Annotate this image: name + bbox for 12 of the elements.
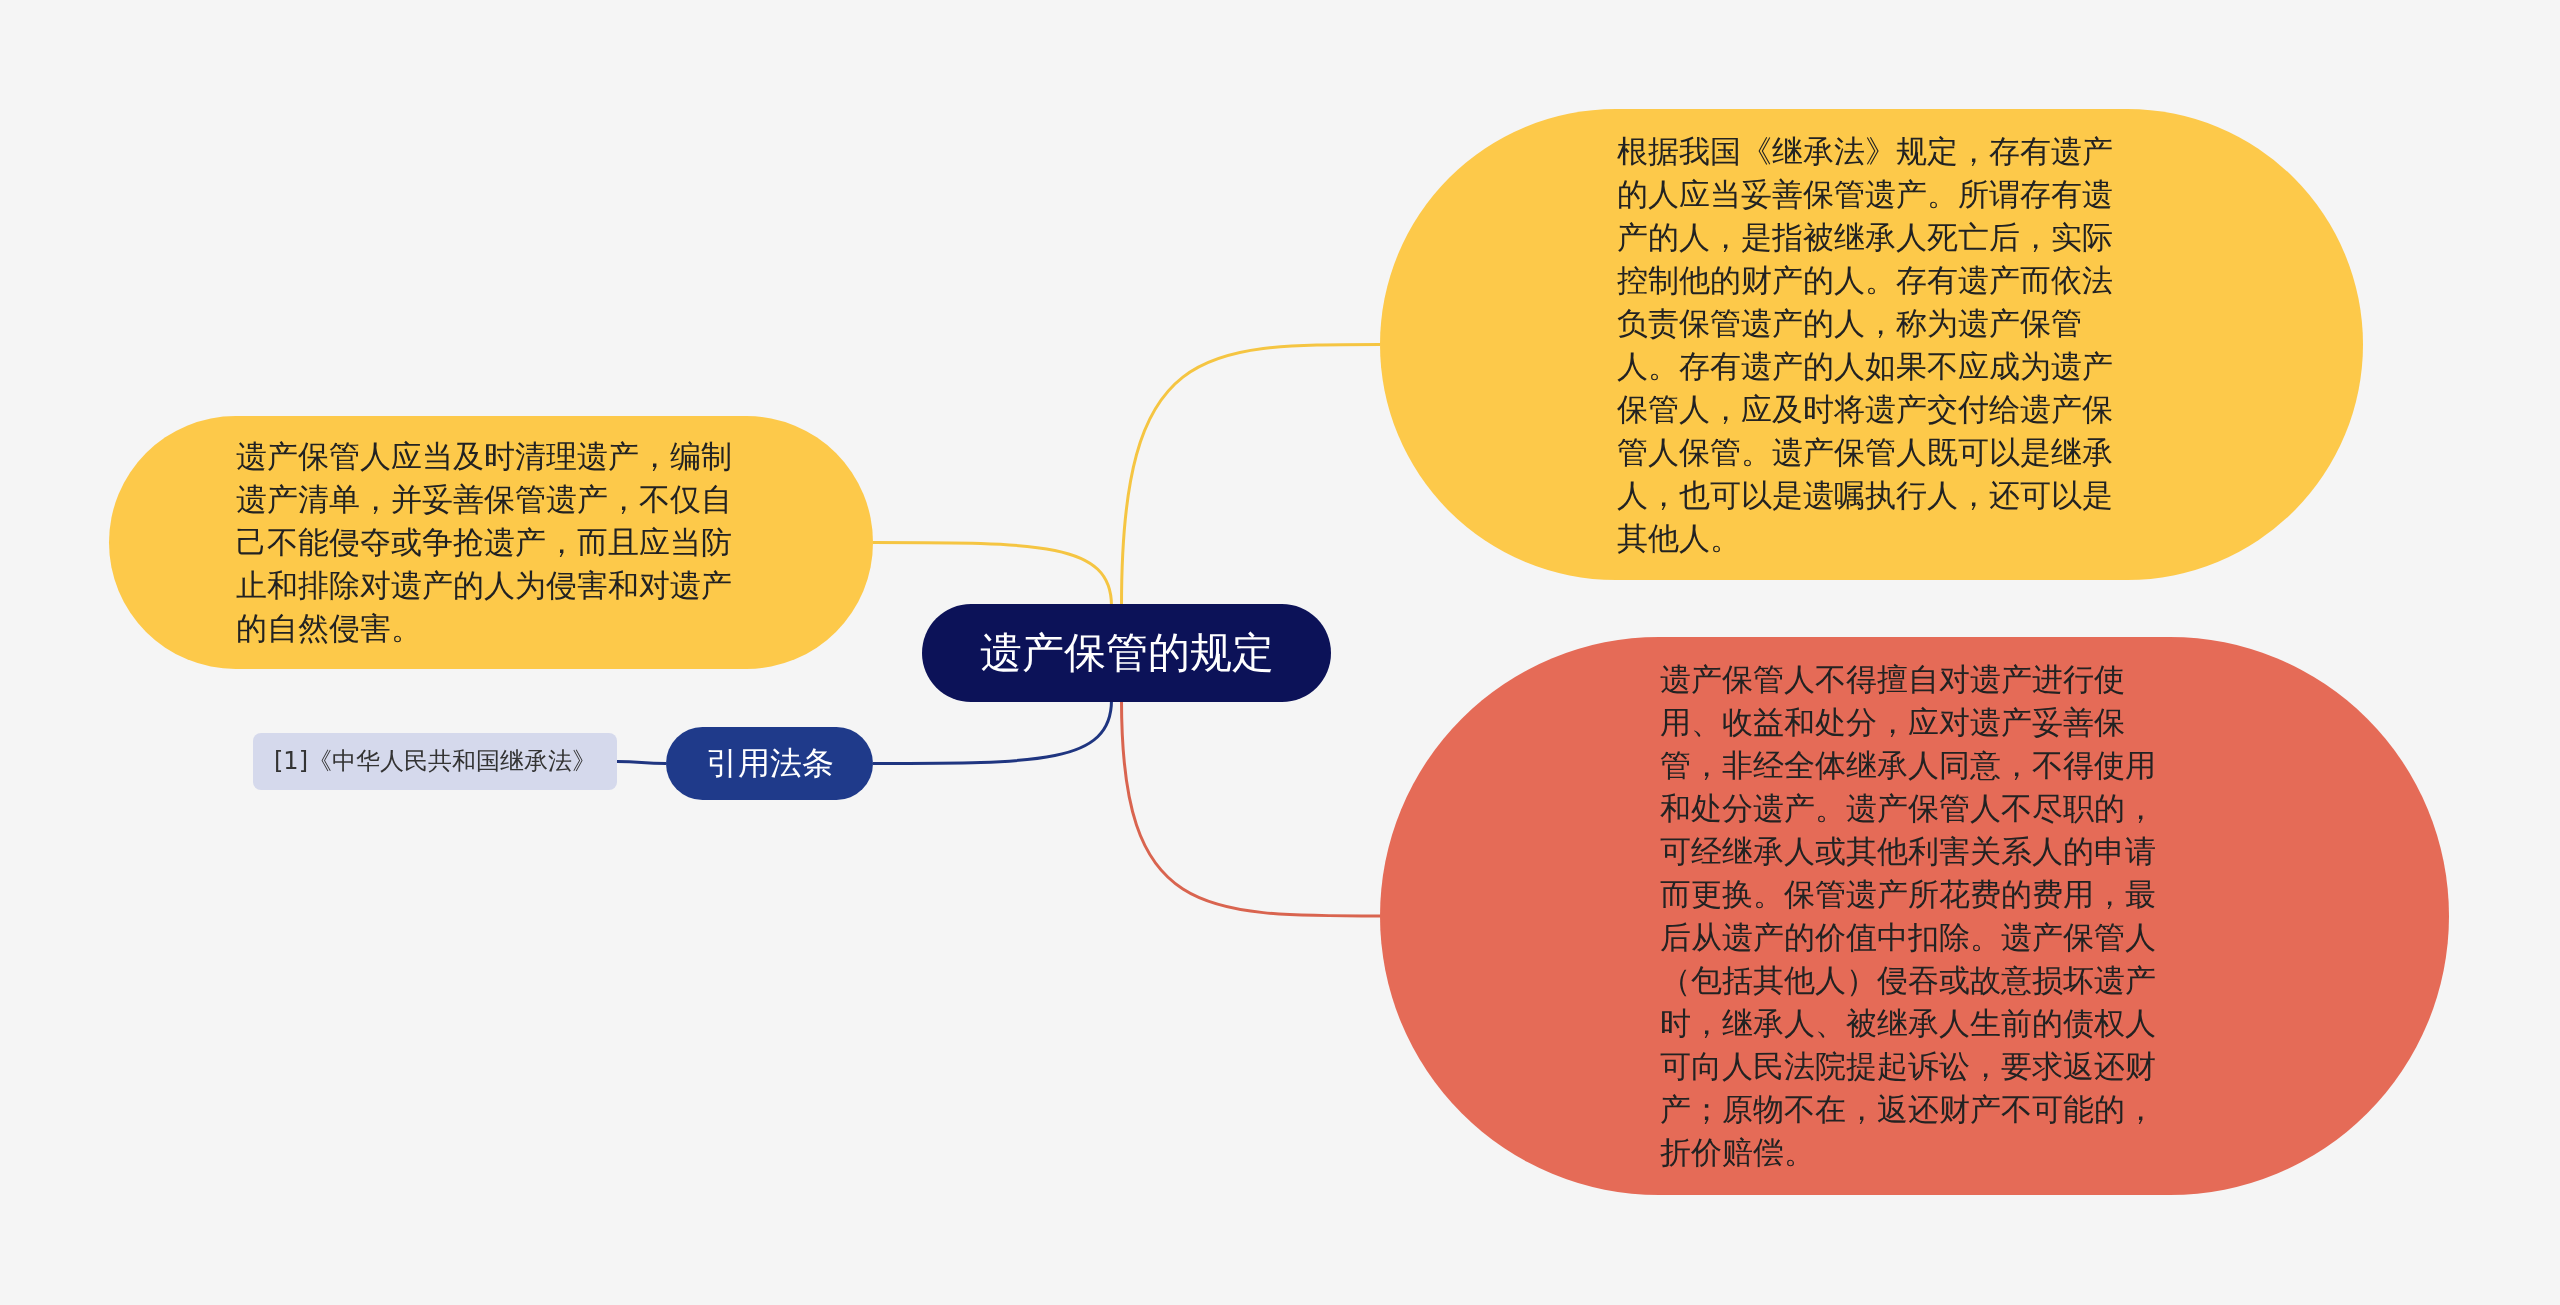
connector-line — [873, 699, 1113, 765]
connector-line — [1120, 343, 1380, 607]
node-text: 引用法条 — [705, 744, 834, 783]
connector-line — [873, 541, 1113, 607]
connector-line — [617, 760, 666, 765]
citation-box — [253, 733, 617, 790]
node-text: 遗产保管的规定 — [979, 627, 1274, 679]
node-text: 根据我国《继承法》规定，存有遗产的人应当妥善保管遗产。所谓存有遗产的人，是指被继承人死亡后，实际控制他的财产的人。存有遗产而依法负责保管遗产的人，称为遗产保管人。存有遗产的人如果不应成为遗产保管人，应及时将遗产交付给遗产保管人保管。遗产保管人既可以是继承人，也可以是遗嘱执行人，还可以是其他人。 — [1616, 131, 2114, 558]
node-text: 遗产保管人应当及时清理遗产，编制遗产清单，并妥善保管遗产，不仅自己不能侵夺或争抢遗产，而且应当防止和排除对遗产的人为侵害和对遗产的自然侵害。 — [236, 437, 733, 648]
node-text: 遗产保管人不得擅自对遗产进行使用、收益和处分，应对遗产妥善保管，非经全体继承人同意，不得使用和处分遗产。遗产保管人不尽职的，可经继承人或其他利害关系人的申请而更换。保管遗产所花费的费用，最后从遗产的价值中扣除。遗产保管人（包括其他人）侵吞或故意损坏遗产时，继承人、被继承人生前的债权人可向人民法院提起诉讼，要求返还财产；原物不在，返还财产不可能的，折价赔偿。 — [1659, 660, 2157, 1172]
connector-line — [1120, 699, 1380, 918]
node-text: [1]《中华人民共和国继承法》 — [274, 747, 596, 776]
